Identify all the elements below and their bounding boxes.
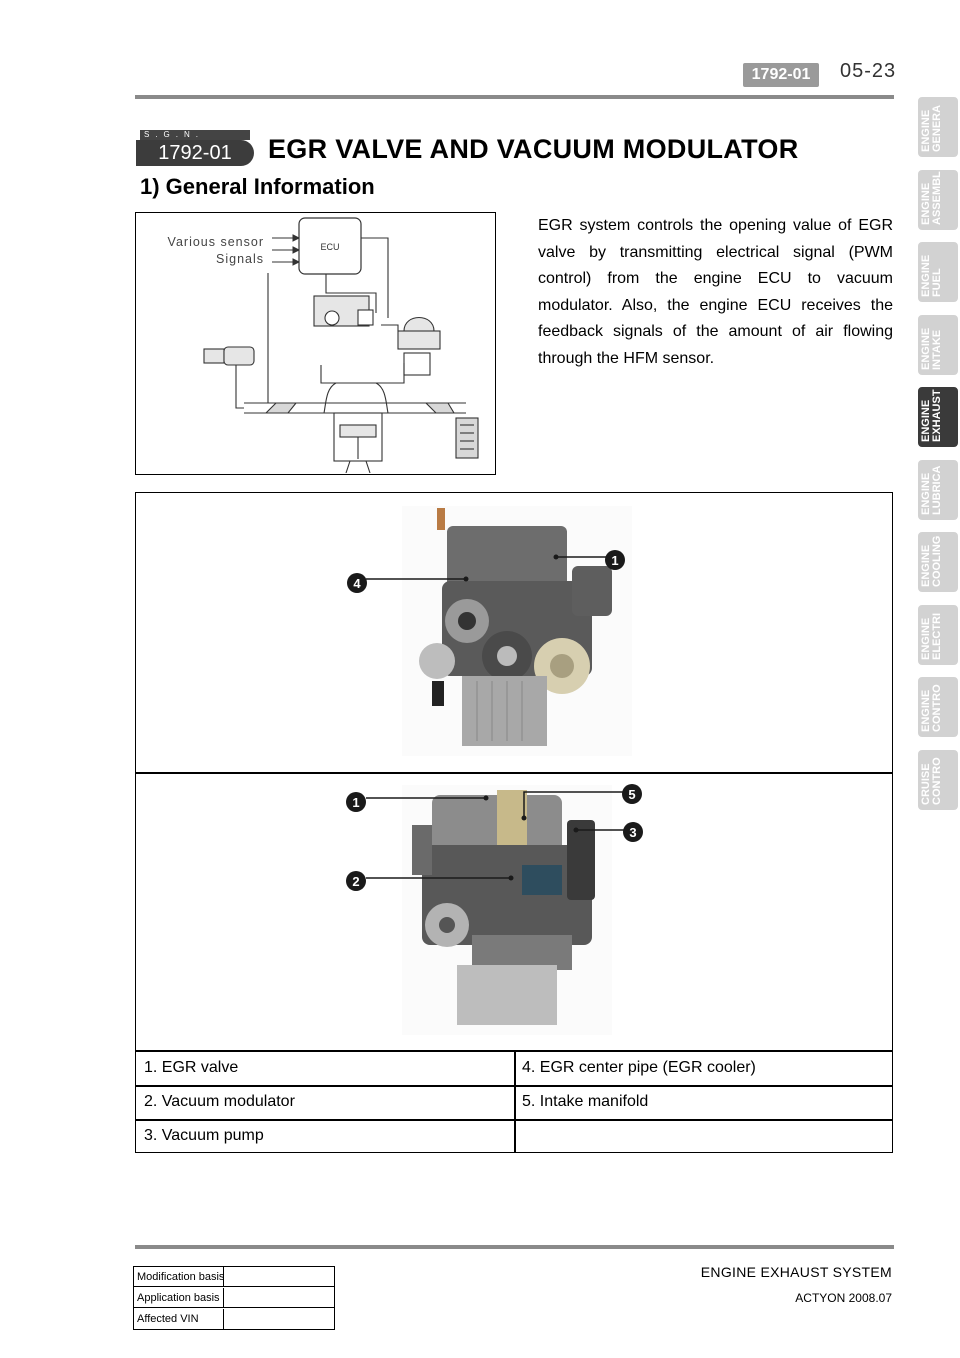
tab-label: FUEL xyxy=(931,268,943,297)
legend-item-5: 5. Intake manifold xyxy=(522,1093,649,1110)
callouts-bottom: 1 5 3 2 xyxy=(346,784,643,891)
basis-separator xyxy=(223,1288,224,1307)
photo-table: 4 1 1 5 3 2 1. EGR valve 4. EGR center p… xyxy=(135,492,893,1153)
basis-label: Application basis xyxy=(137,1292,220,1304)
callout-5-bottom xyxy=(622,784,642,804)
basis-label: Affected VIN xyxy=(137,1313,199,1325)
tab-label: INTAKE xyxy=(931,329,943,370)
header-rule xyxy=(135,95,894,99)
callout-1-top xyxy=(605,550,625,570)
callout-label: 1 xyxy=(352,795,359,810)
legend-item-2: 2. Vacuum modulator xyxy=(144,1093,295,1110)
doc-code-badge: 1792-01 xyxy=(743,63,819,87)
tab-label: GENERA xyxy=(931,104,943,152)
table-column-divider xyxy=(514,1050,516,1152)
basis-row: Application basis xyxy=(134,1288,334,1308)
basis-row: Modification basis xyxy=(134,1267,334,1287)
callout-label: 1 xyxy=(611,553,618,568)
egr-system-diagram: Various sensor Signals ECU xyxy=(135,212,496,475)
callout-4-top xyxy=(347,573,367,593)
tab-label: LUBRICA xyxy=(931,465,943,516)
section-title: EGR VALVE AND VACUUM MODULATOR xyxy=(268,134,799,164)
basis-label: Modification basis xyxy=(137,1271,225,1283)
callouts-top: 4 1 xyxy=(347,550,625,593)
callout-label: 4 xyxy=(353,576,361,591)
ecu-label: ECU xyxy=(320,242,339,252)
description-text: EGR system controls the opening value of… xyxy=(538,217,893,367)
tab-label: ELECTRI xyxy=(931,612,943,660)
footer-model: ACTYON 2008.07 xyxy=(795,1291,892,1305)
table-divider xyxy=(136,772,892,774)
basis-row: Affected VIN xyxy=(134,1309,334,1329)
callout-label: 2 xyxy=(352,874,359,889)
ecu-box xyxy=(298,217,362,275)
section-code-badge: 1792-01 xyxy=(136,140,254,166)
sensor-label-line1: Various sensor xyxy=(168,235,264,249)
sensor-label-line2: Signals xyxy=(216,252,264,266)
footer-system-name: ENGINE EXHAUST SYSTEM xyxy=(700,1264,892,1280)
basis-separator xyxy=(223,1267,224,1286)
callout-2-bottom xyxy=(346,871,366,891)
callout-label: 5 xyxy=(628,787,635,802)
legend-item-1: 1. EGR valve xyxy=(144,1059,239,1076)
callout-1-bottom xyxy=(346,792,366,812)
callout-3-bottom xyxy=(623,822,643,842)
callout-label: 3 xyxy=(629,825,636,840)
engine-photo-side xyxy=(402,785,612,1035)
tab-label: CONTRO xyxy=(931,757,943,805)
sgn-label: S.G.N. xyxy=(140,130,250,140)
engine-photo-front xyxy=(402,506,632,756)
legend-item-3: 3. Vacuum pump xyxy=(144,1127,264,1144)
basis-separator xyxy=(223,1309,224,1329)
page-number: 05-23 xyxy=(840,60,897,82)
tab-label: CONTRO xyxy=(931,684,943,732)
tab-label: EXHAUST xyxy=(931,389,943,442)
legend-item-4: 4. EGR center pipe (EGR cooler) xyxy=(522,1059,756,1076)
tab-label: COOLING xyxy=(931,535,943,587)
footer-rule xyxy=(135,1245,894,1249)
basis-table: Modification basis Application basis Aff… xyxy=(133,1266,335,1330)
tab-label: ASSEMBL xyxy=(931,171,943,225)
subsection-title: 1) General Information xyxy=(140,174,375,199)
